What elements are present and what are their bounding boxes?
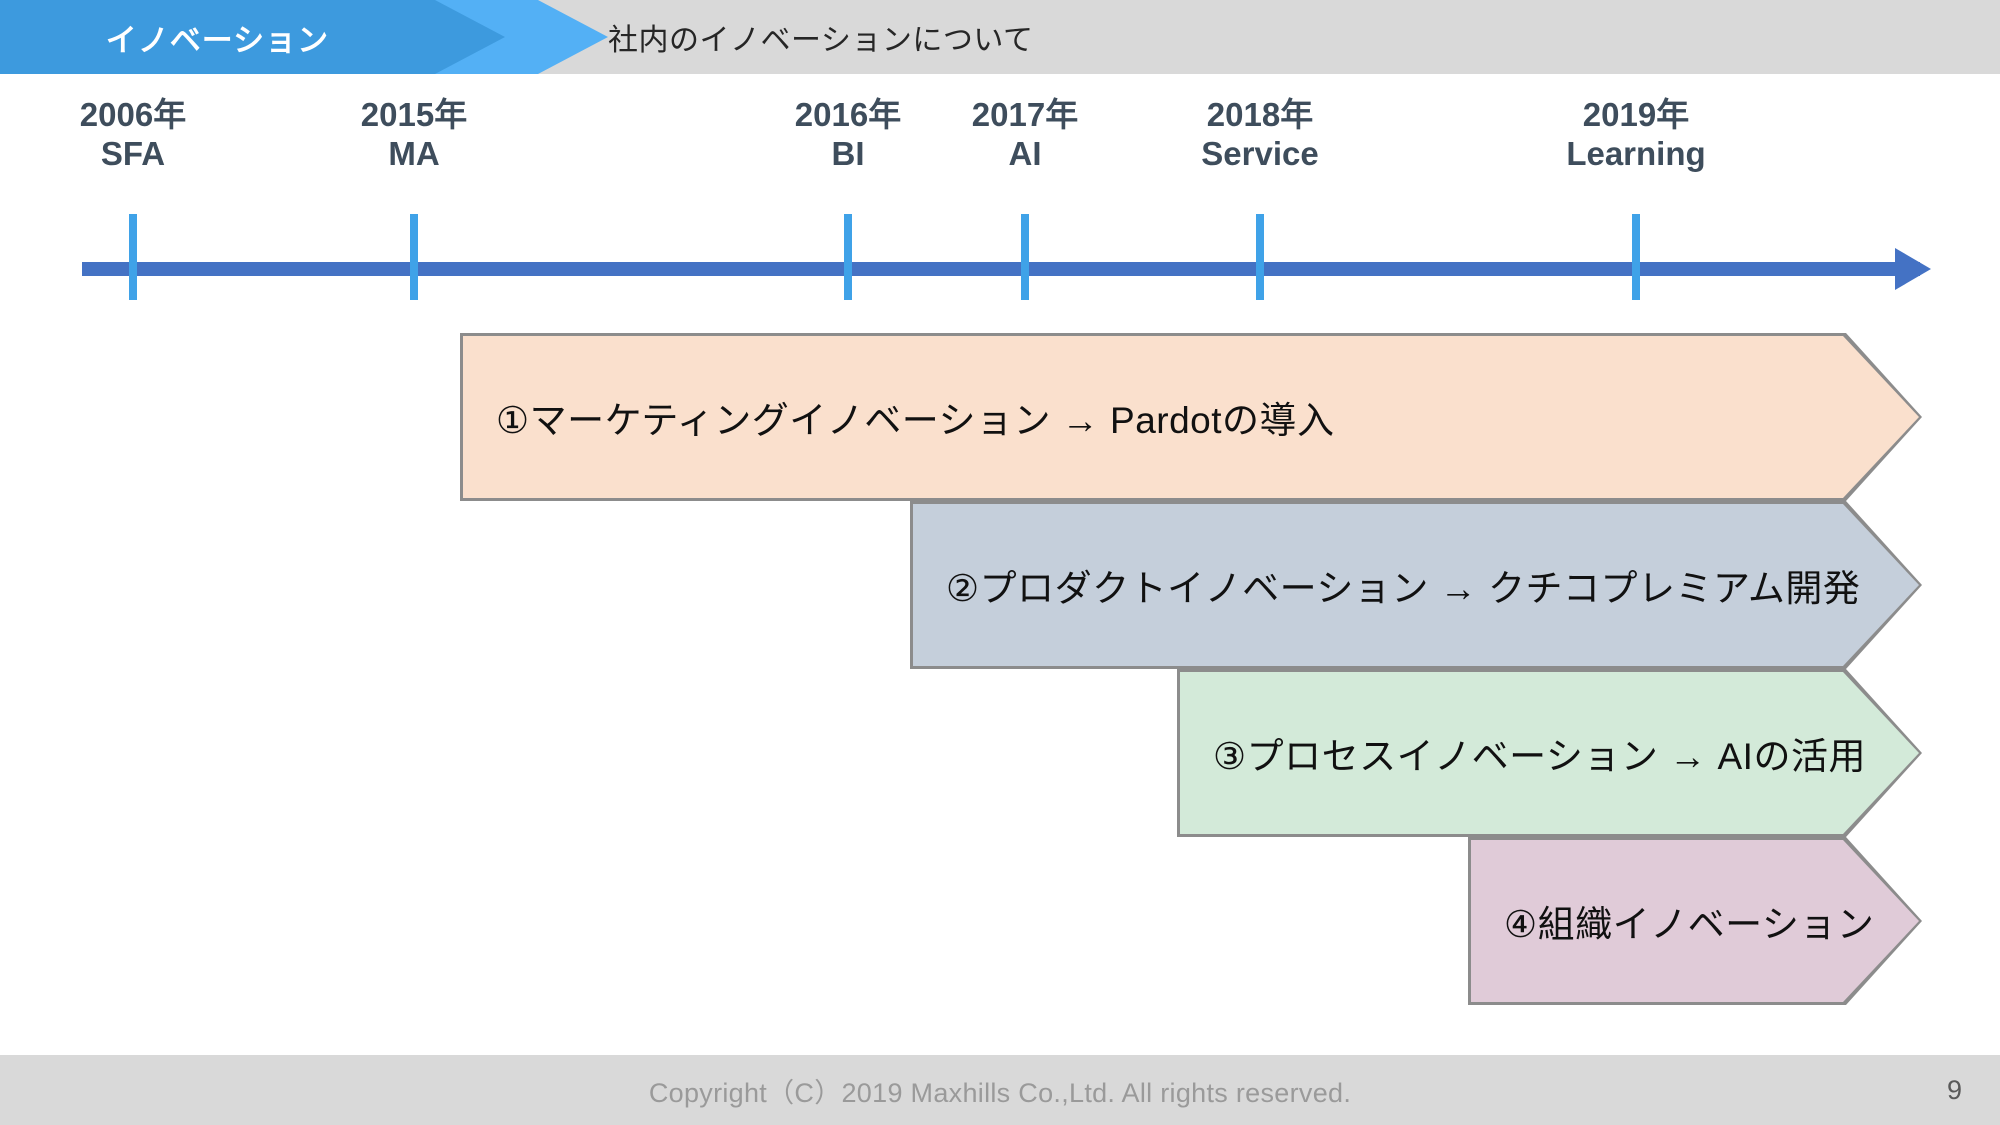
timeline-arrow-head-icon — [1895, 248, 1931, 290]
process-arrow-fill — [1471, 840, 1919, 1002]
milestone-name: AI — [1008, 134, 1042, 172]
timeline-tick — [1632, 214, 1640, 300]
process-arrow[interactable]: ①マーケティングイノベーション → Pardotの導入 — [460, 333, 1922, 501]
process-arrow-label: ①マーケティングイノベーション → Pardotの導入 — [496, 400, 1335, 441]
process-arrow-label: ③プロセスイノベーション → AIの活用 — [1213, 736, 1866, 777]
milestone-year: 2017年 — [971, 96, 1079, 133]
milestone-year: 2019年 — [1582, 96, 1690, 133]
process-arrow-label: ②プロダクトイノベーション → クチコプレミアム開発 — [946, 568, 1861, 609]
process-arrow-fill — [913, 504, 1919, 666]
process-arrow-fill — [1180, 672, 1919, 834]
milestone-name: SFA — [100, 134, 166, 172]
timeline-tick — [1021, 214, 1029, 300]
process-arrow-outline — [460, 333, 1922, 501]
timeline-axis-line — [82, 262, 1920, 276]
process-arrow-outline — [1177, 669, 1922, 837]
timeline-tick — [1256, 214, 1264, 300]
header-band: イノベーション 社内のイノベーションについて — [0, 0, 2000, 74]
process-arrow-fill — [463, 336, 1919, 498]
process-arrow[interactable]: ④組織イノベーション — [1468, 837, 1922, 1005]
timeline-tick — [129, 214, 137, 300]
process-arrow[interactable]: ②プロダクトイノベーション → クチコプレミアム開発 — [910, 501, 1922, 669]
milestone-year: 2016年 — [794, 96, 902, 133]
process-arrow-label: ④組織イノベーション — [1504, 904, 1875, 945]
header-subtitle: 社内のイノベーションについて — [608, 24, 1034, 57]
footer-band: Copyright（C）2019 Maxhills Co.,Ltd. All r… — [0, 1055, 2000, 1125]
header-tab-label: イノベーション — [105, 22, 330, 58]
process-arrow-outline — [1468, 837, 1922, 1005]
copyright-text: Copyright（C）2019 Maxhills Co.,Ltd. All r… — [648, 1077, 1352, 1108]
header-chevron-front — [0, 0, 505, 74]
timeline-tick — [844, 214, 852, 300]
milestone-year: 2015年 — [360, 96, 468, 133]
timeline-tick — [410, 214, 418, 300]
milestone-name: Service — [1201, 134, 1319, 172]
milestone-name: BI — [831, 134, 865, 172]
process-arrow-outline — [910, 501, 1922, 669]
milestone-year: 2006年 — [79, 96, 187, 133]
process-arrow[interactable]: ③プロセスイノベーション → AIの活用 — [1177, 669, 1922, 837]
page-number: 9 — [1946, 1074, 1962, 1105]
milestone-name: Learning — [1566, 134, 1706, 172]
milestone-name: MA — [388, 134, 440, 172]
milestone-year: 2018年 — [1206, 96, 1314, 133]
